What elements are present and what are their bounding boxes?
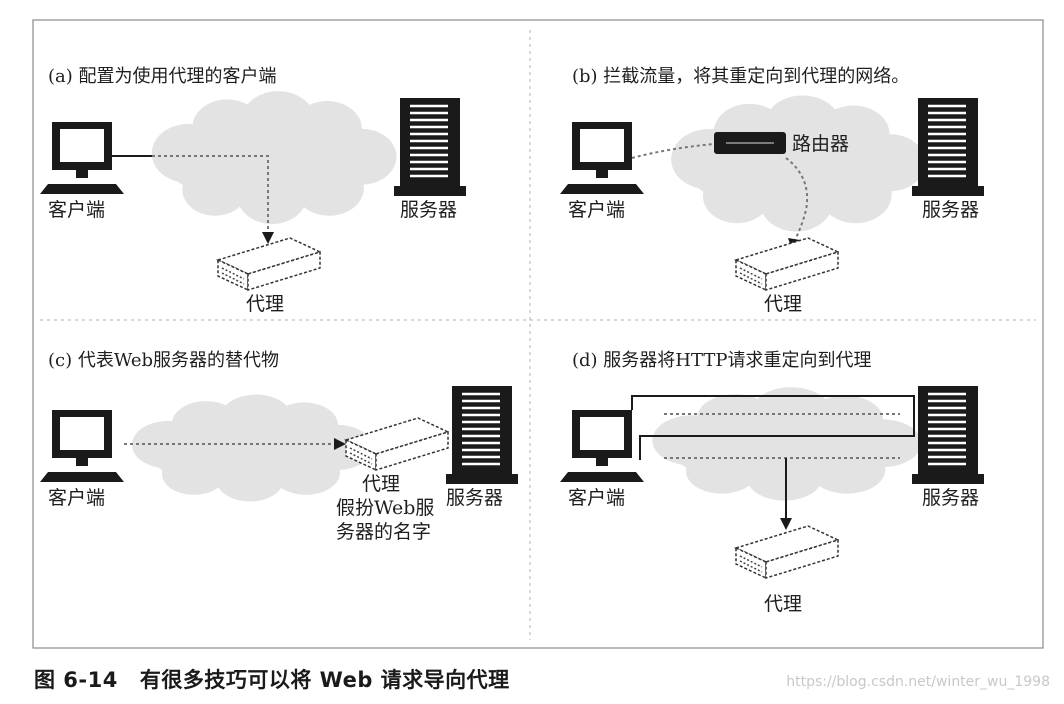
client-label: 客户端: [48, 199, 105, 221]
client-label: 客户端: [568, 487, 625, 509]
figure-caption-text: 有很多技巧可以将 Web 请求导向代理: [139, 668, 510, 692]
proxy-box-icon: [345, 417, 449, 471]
proxy-box-icon: [217, 237, 321, 291]
server-tower-icon: [910, 384, 986, 486]
arrow-down-icon: [262, 232, 274, 244]
panel-a: (a) 配置为使用代理的客户端 客户端 服务器 代理: [40, 66, 468, 315]
server-label: 服务器: [446, 487, 503, 509]
server-label: 服务器: [922, 199, 979, 221]
proxy-label: 代理: [764, 293, 802, 315]
proxy-label: 代理: [246, 293, 284, 315]
proxy-box-icon: [735, 525, 839, 579]
computer-monitor-icon: [40, 410, 124, 482]
cloud-icon: [671, 95, 926, 232]
client-to-router-route: [631, 143, 715, 159]
watermark: https://blog.csdn.net/winter_wu_1998: [786, 674, 1050, 690]
computer-monitor-icon: [560, 410, 644, 482]
server-label: 服务器: [922, 487, 979, 509]
computer-monitor-icon: [560, 122, 644, 194]
router-label: 路由器: [792, 133, 849, 155]
figure-frame: [32, 19, 1044, 649]
client-label: 客户端: [568, 199, 625, 221]
arrow-down-icon: [780, 518, 792, 530]
proxy-impersonation-label-line2: 务器的名字: [336, 521, 431, 543]
proxy-route: [152, 155, 269, 234]
panel-b: (b) 拦截流量，将其重定向到代理的网络。 路由器 客户端 服务器 代理: [560, 66, 986, 315]
panel-a-title: (a) 配置为使用代理的客户端: [48, 66, 277, 87]
panel-b-title: (b) 拦截流量，将其重定向到代理的网络。: [572, 66, 909, 87]
proxy-impersonation-label-line1: 假扮Web服: [336, 497, 434, 519]
computer-monitor-icon: [40, 122, 124, 194]
arrow-right-icon: [334, 438, 346, 450]
panel-d-title: (d) 服务器将HTTP请求重定向到代理: [572, 350, 871, 371]
server-label: 服务器: [400, 199, 457, 221]
panel-c: (c) 代表Web服务器的替代物 客户端 代理 假扮Web服 务器的名字 服务器: [40, 350, 520, 543]
proxy-box-icon: [735, 237, 839, 291]
figure-number: 图 6-14: [34, 668, 118, 692]
redirect-loop-path: [631, 395, 915, 460]
proxy-label: 代理: [362, 473, 400, 495]
cloud-icon: [151, 91, 397, 224]
server-tower-icon: [910, 96, 986, 198]
server-tower-icon: [444, 384, 520, 486]
proxy-label: 代理: [764, 593, 802, 615]
panel-c-title: (c) 代表Web服务器的替代物: [48, 350, 279, 371]
panel-d: (d) 服务器将HTTP请求重定向到代理 客户端 服务器 代理: [560, 350, 986, 615]
server-tower-icon: [392, 96, 468, 198]
figure-caption: 图 6-14 有很多技巧可以将 Web 请求导向代理: [34, 664, 510, 694]
client-label: 客户端: [48, 487, 105, 509]
